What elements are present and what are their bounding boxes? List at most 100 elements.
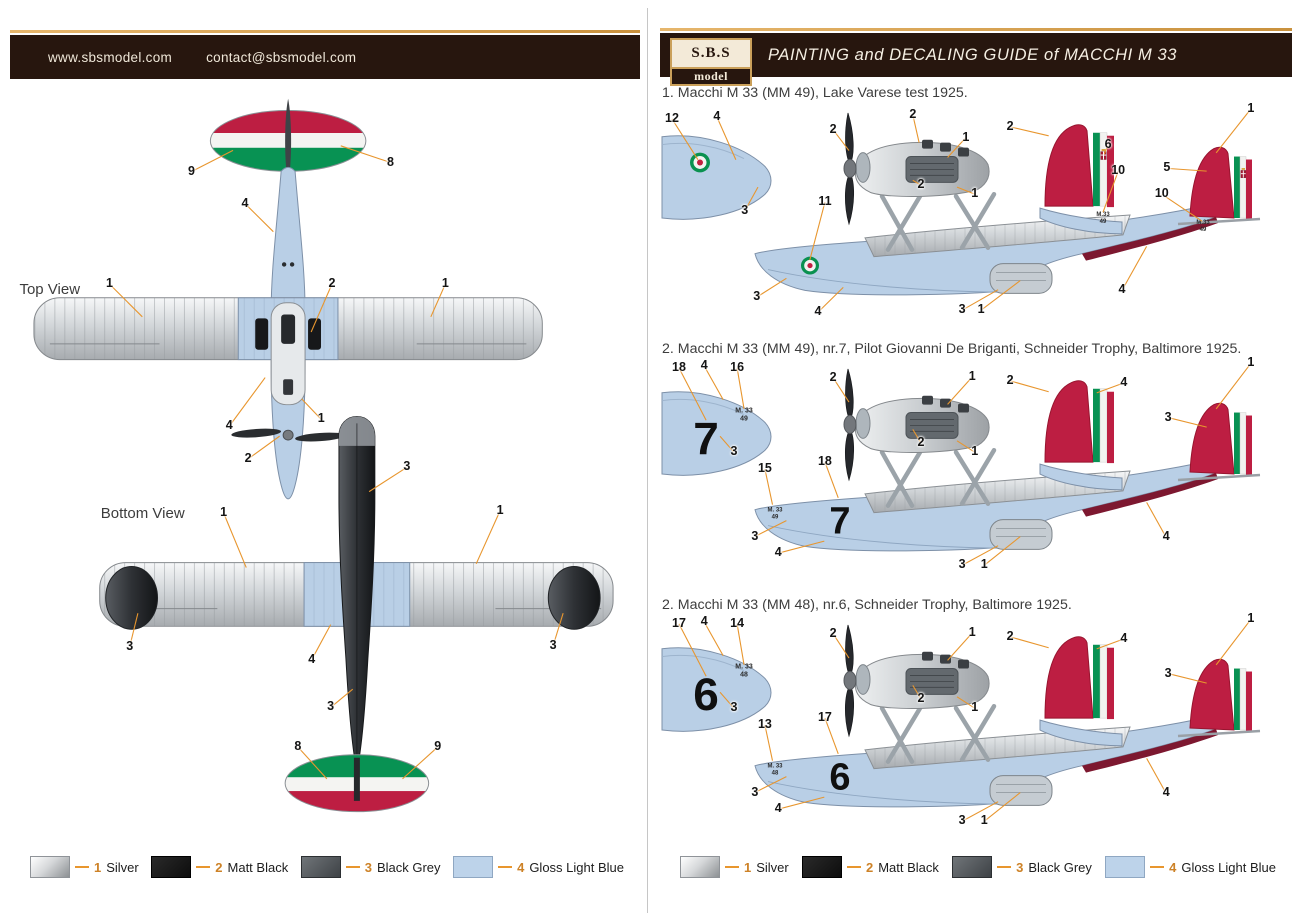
legend-connector xyxy=(1150,866,1165,868)
left-header-bar: www.sbsmodel.com contact@sbsmodel.com xyxy=(10,35,640,79)
exhaust-stack xyxy=(958,147,969,157)
radiator xyxy=(855,152,871,183)
legend-item-silver: 1 Silver xyxy=(30,856,139,878)
radiator xyxy=(855,664,871,695)
serial-nose: M. 33 xyxy=(735,408,753,415)
tailplane xyxy=(1177,217,1261,226)
accent-stripe xyxy=(660,28,1292,31)
side-view-drawing: 7 M. 33 49 xyxy=(661,368,1261,552)
legend-label: Gloss Light Blue xyxy=(1181,859,1276,875)
rudder-top xyxy=(285,98,292,184)
accent-stripe xyxy=(10,30,640,33)
nose-roundel xyxy=(690,152,710,173)
guide-title: PAINTING and DECALING GUIDE of MACCHI M … xyxy=(768,45,1178,64)
legend-item-black-grey: 3 Black Grey xyxy=(952,856,1092,878)
legend-label: Silver xyxy=(756,859,789,875)
spinner xyxy=(843,671,857,690)
tail-serial: 49 xyxy=(1100,219,1107,225)
cockpit-right xyxy=(308,318,322,350)
scheme-3-title: 2. Macchi M 33 (MM 48), nr.6, Schneider … xyxy=(662,597,1072,613)
side-float xyxy=(989,263,1053,294)
aircraft-profile: 7 M. 33 49 xyxy=(754,368,1261,552)
website-text: www.sbsmodel.com xyxy=(48,49,173,65)
top-view-label: Top View xyxy=(19,281,81,299)
legend-connector xyxy=(846,866,861,868)
nose-closeup: 6 M. 33 48 xyxy=(661,647,772,732)
silver-swatch xyxy=(30,856,70,878)
scheme-1-illustration: M.33 49 M.33 49 xyxy=(660,102,1292,333)
top-view-drawing xyxy=(33,98,543,500)
exhaust-stack xyxy=(940,654,951,664)
serial-nose: 49 xyxy=(740,416,748,423)
legend-connector xyxy=(997,866,1012,868)
hull xyxy=(754,459,1219,552)
legend-item-gloss-light-blue: 4 Gloss Light Blue xyxy=(1105,856,1276,878)
legend-number: 2 xyxy=(215,859,223,875)
scheme-1-title: 1. Macchi M 33 (MM 49), Lake Varese test… xyxy=(662,85,968,101)
fuselage-fitting xyxy=(289,262,295,267)
side-view-drawing: 6 M. 33 48 xyxy=(661,624,1261,808)
left-tip-float xyxy=(105,566,159,630)
legend-connector xyxy=(345,866,360,868)
serial-hull: 48 xyxy=(772,771,779,777)
rudder-bottom xyxy=(353,757,360,801)
legend-label: Matt Black xyxy=(227,859,289,875)
legend-number: 4 xyxy=(1169,859,1177,875)
legend-number: 1 xyxy=(94,859,102,875)
exhaust-stack xyxy=(940,398,951,408)
engine-nacelle xyxy=(855,651,990,709)
tail-fin-detail xyxy=(1039,636,1123,747)
scheme-2-title: 2. Macchi M 33 (MM 49), nr.7, Pilot Giov… xyxy=(662,341,1242,357)
hull-roundel xyxy=(801,256,819,275)
propeller xyxy=(843,624,857,738)
propeller xyxy=(843,368,857,482)
tail-fin xyxy=(1177,658,1261,738)
hull-underside-red xyxy=(1082,729,1218,773)
tail-serial: M.33 xyxy=(1196,220,1210,226)
savoy-emblem xyxy=(1100,149,1107,160)
bottom-view-drawing xyxy=(99,415,614,813)
race-number-nose: 7 xyxy=(693,413,719,464)
radiator xyxy=(855,408,871,439)
serial-hull: 49 xyxy=(772,515,779,521)
serial-hull: M. 33 xyxy=(767,764,783,770)
propeller xyxy=(843,112,857,226)
engine-nacelle xyxy=(855,139,990,197)
hull-underside-red xyxy=(1082,473,1218,517)
tail-fin-detail xyxy=(1039,380,1123,491)
tailplane xyxy=(1177,473,1261,482)
legend-connector xyxy=(75,866,89,868)
engine-nacelle xyxy=(855,395,990,453)
engine-nacelle-top xyxy=(270,302,306,406)
exhaust-stack xyxy=(958,403,969,413)
tailplane xyxy=(1177,729,1261,738)
legend-item-black-grey: 3 Black Grey xyxy=(300,856,441,878)
aircraft-profile: 6 M. 33 48 xyxy=(754,624,1261,808)
top-and-bottom-view-drawing xyxy=(33,98,614,813)
matt-black-swatch xyxy=(151,856,192,878)
legend-number: 3 xyxy=(1016,859,1024,875)
legend-label: Black Grey xyxy=(376,859,441,875)
legend-label: Matt Black xyxy=(878,859,939,875)
side-view-drawing: M.33 49 M.33 49 xyxy=(661,112,1261,296)
exhaust-stack xyxy=(940,142,951,152)
legend-number: 4 xyxy=(517,859,525,875)
right-header-bar: S.B.S model PAINTING and DECALING GUIDE … xyxy=(660,33,1292,86)
matt-black-swatch xyxy=(801,856,842,878)
gloss-light-blue-swatch xyxy=(1105,856,1146,878)
black-grey-swatch xyxy=(952,856,993,878)
scheme-2-illustration: 7 M. 33 49 xyxy=(660,356,1292,589)
legend-label: Black Grey xyxy=(1028,859,1092,875)
gloss-light-blue-swatch xyxy=(453,856,494,878)
tail-serial: 49 xyxy=(1200,227,1207,233)
aircraft-profile: M.33 49 xyxy=(754,112,1261,296)
side-float xyxy=(989,775,1053,806)
cockpit-left xyxy=(255,318,269,350)
spinner xyxy=(843,159,857,178)
scheme-3-illustration: 6 M. 33 48 xyxy=(660,612,1292,845)
black-grey-swatch xyxy=(300,856,341,878)
legend-number: 2 xyxy=(865,859,874,875)
silver-swatch xyxy=(680,856,720,878)
